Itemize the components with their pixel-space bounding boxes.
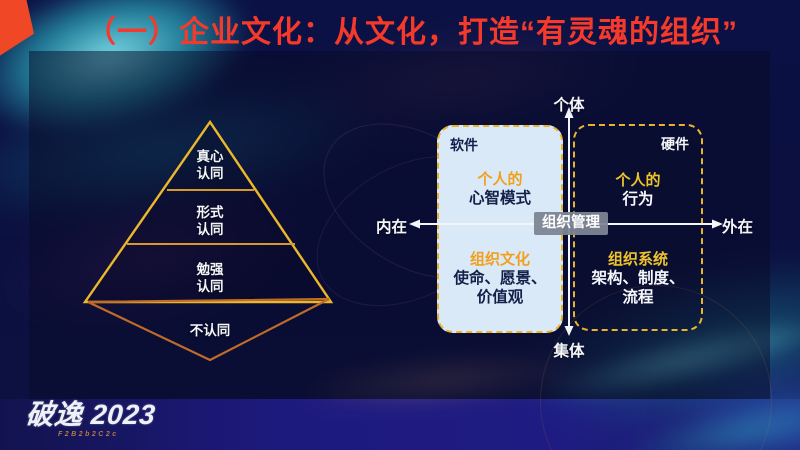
pyramid-rejection-label: 不认同 — [189, 323, 231, 338]
software-upper-accent: 个人的 — [477, 171, 523, 188]
hardware-lower-line2: 流程 — [622, 289, 654, 306]
hardware-upper-text: 行为 — [622, 191, 654, 208]
hardware-lower-line1: 架构、制度、 — [591, 270, 685, 287]
pyramid-level-1: 真心 认同 — [162, 148, 258, 182]
pyramid-level-3-line1: 勉强 — [196, 262, 224, 277]
hardware-corner-label: 硬件 — [661, 136, 689, 152]
pyramid-level-1-line1: 真心 — [196, 149, 224, 164]
center-management-box: 组织管理 — [534, 212, 608, 235]
axis-label-left: 内在 — [376, 219, 408, 236]
pyramid-level-1-line2: 认同 — [196, 166, 224, 181]
pyramid-level-3-line2: 认同 — [196, 279, 224, 294]
corner-accent-shape — [0, 0, 34, 56]
software-upper-text: 心智模式 — [468, 190, 531, 207]
hardware-upper-block: 个人的 行为 — [575, 171, 701, 209]
pyramid-level-2-line1: 形式 — [196, 205, 224, 220]
software-upper-block: 个人的 心智模式 — [439, 170, 561, 208]
software-lower-line1: 使命、愿景、 — [453, 270, 547, 287]
software-corner-label: 软件 — [450, 137, 478, 153]
hardware-upper-accent: 个人的 — [615, 172, 661, 189]
footer-tagline: F2B2b2C2c — [58, 431, 119, 438]
software-lower-accent: 组织文化 — [469, 251, 530, 268]
software-lower-line2: 价值观 — [476, 289, 524, 306]
hardware-lower-block: 组织系统 架构、制度、 流程 — [575, 250, 701, 307]
software-lower-block: 组织文化 使命、愿景、 价值观 — [439, 250, 561, 307]
pyramid-level-3: 勉强 认同 — [162, 261, 258, 295]
hardware-lower-accent: 组织系统 — [607, 251, 668, 268]
pyramid-level-2: 形式 认同 — [162, 204, 258, 238]
axis-label-right: 外在 — [722, 219, 754, 236]
axis-label-bottom: 集体 — [553, 343, 585, 360]
footer-logo: 破逸 2023 — [24, 399, 157, 430]
pyramid-level-2-line2: 认同 — [196, 222, 224, 237]
axis-label-top: 个体 — [553, 97, 585, 114]
slide-title: （一）企业文化：从文化，打造“有灵魂的组织” — [86, 16, 738, 49]
